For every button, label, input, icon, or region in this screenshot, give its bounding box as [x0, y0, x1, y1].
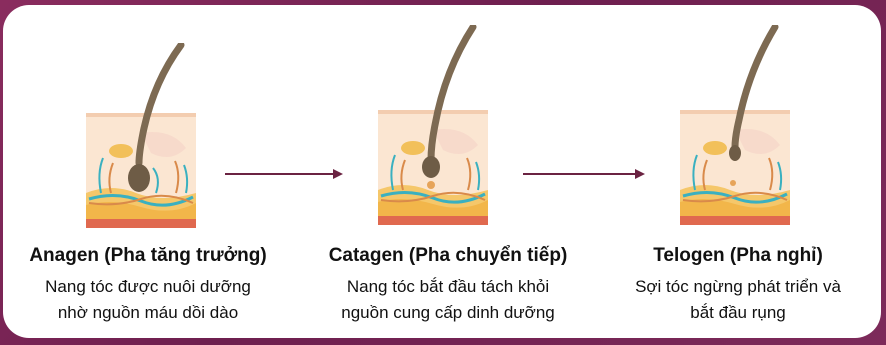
stage-desc-line2: bắt đầu rụng [690, 301, 785, 325]
stage-desc-line1: Sợi tóc ngừng phát triển và [635, 275, 841, 299]
stage-title: Telogen (Pha nghỉ) [653, 245, 823, 267]
arrow-right-icon [523, 167, 647, 181]
hair-follicle-icon [675, 25, 795, 230]
stage-desc-line2: nguồn cung cấp dinh dưỡng [341, 301, 554, 325]
stage-title: Anagen (Pha tăng trưởng) [29, 245, 266, 267]
arrow-right-icon [225, 167, 345, 181]
stage-title: Catagen (Pha chuyển tiếp) [329, 245, 568, 267]
diagram-card: Anagen (Pha tăng trưởng) Nang tóc được n… [3, 5, 881, 338]
hair-follicle-icon [81, 43, 201, 233]
stage-desc-line1: Nang tóc bắt đầu tách khỏi [347, 275, 549, 299]
stage-desc-line2: nhờ nguồn máu dồi dào [58, 301, 238, 325]
hair-follicle-icon [373, 25, 493, 230]
stage-desc-line1: Nang tóc được nuôi dưỡng [45, 275, 251, 299]
